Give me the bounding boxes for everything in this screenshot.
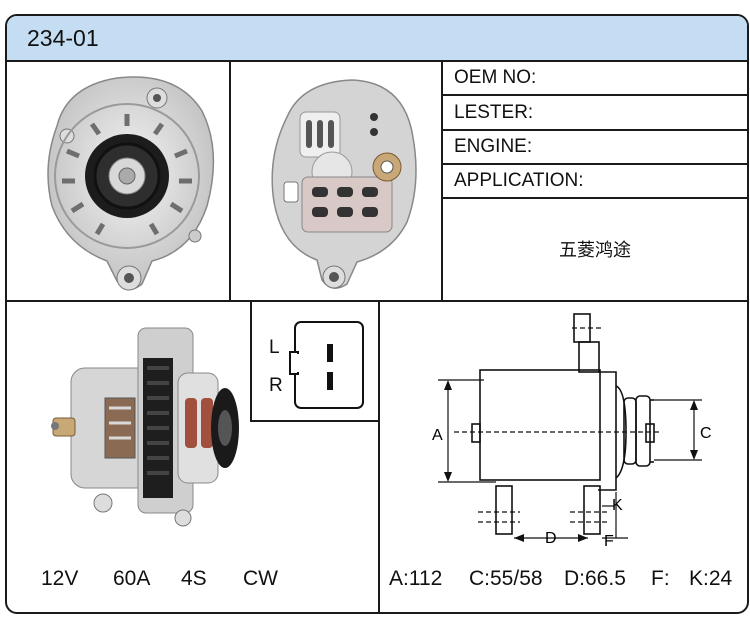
photo-divider-1 <box>229 60 231 300</box>
product-sheet: 234-01 OEM NO: LESTER: ENGINE: APPLICATI… <box>5 14 749 614</box>
info-row-line-1 <box>441 94 747 96</box>
dimension-c-value: C:55/58 <box>469 567 543 590</box>
photo-divider-2 <box>441 60 443 300</box>
oem-no-label: OEM NO: <box>454 67 537 88</box>
alternator-side-photo <box>51 327 239 527</box>
dimension-f-value: F: <box>651 567 670 590</box>
dimension-label-d: D <box>545 530 557 547</box>
dimension-d-value: D:66.5 <box>564 567 626 590</box>
title-bar: 234-01 <box>7 16 747 62</box>
dimension-a-value: A:112 <box>389 567 443 590</box>
info-row-line-3 <box>441 163 747 165</box>
dimension-drawing: A C D K F <box>432 313 712 550</box>
dimension-label-k: K <box>612 497 623 514</box>
spec-amperage: 60A <box>113 567 151 590</box>
spec-voltage: 12V <box>41 567 79 590</box>
alternator-rear-photo <box>271 79 417 289</box>
info-row-line-4 <box>441 197 747 199</box>
top-section-divider <box>7 300 747 302</box>
spec-rotation: CW <box>243 567 278 590</box>
connector-pin-r: R <box>269 375 283 396</box>
spec-grooves: 4S <box>181 567 207 590</box>
part-number-title: 234-01 <box>27 25 99 51</box>
info-row-line-2 <box>441 129 747 131</box>
application-value: 五菱鸿途 <box>559 240 631 261</box>
lester-label: LESTER: <box>454 102 534 123</box>
engine-label: ENGINE: <box>454 136 533 157</box>
dimension-label-c: C <box>700 425 712 442</box>
connector-box-bottom <box>250 420 380 422</box>
dimension-label-f: F <box>604 533 614 550</box>
bottom-divider <box>378 302 380 612</box>
application-label: APPLICATION: <box>454 170 584 191</box>
connector-box-left <box>250 302 252 422</box>
dimension-k-value: K:24 <box>689 567 733 590</box>
dimension-label-a: A <box>432 427 443 444</box>
alternator-front-photo <box>47 76 215 291</box>
connector-pin-l: L <box>269 337 280 358</box>
connector-drawing <box>289 321 364 409</box>
